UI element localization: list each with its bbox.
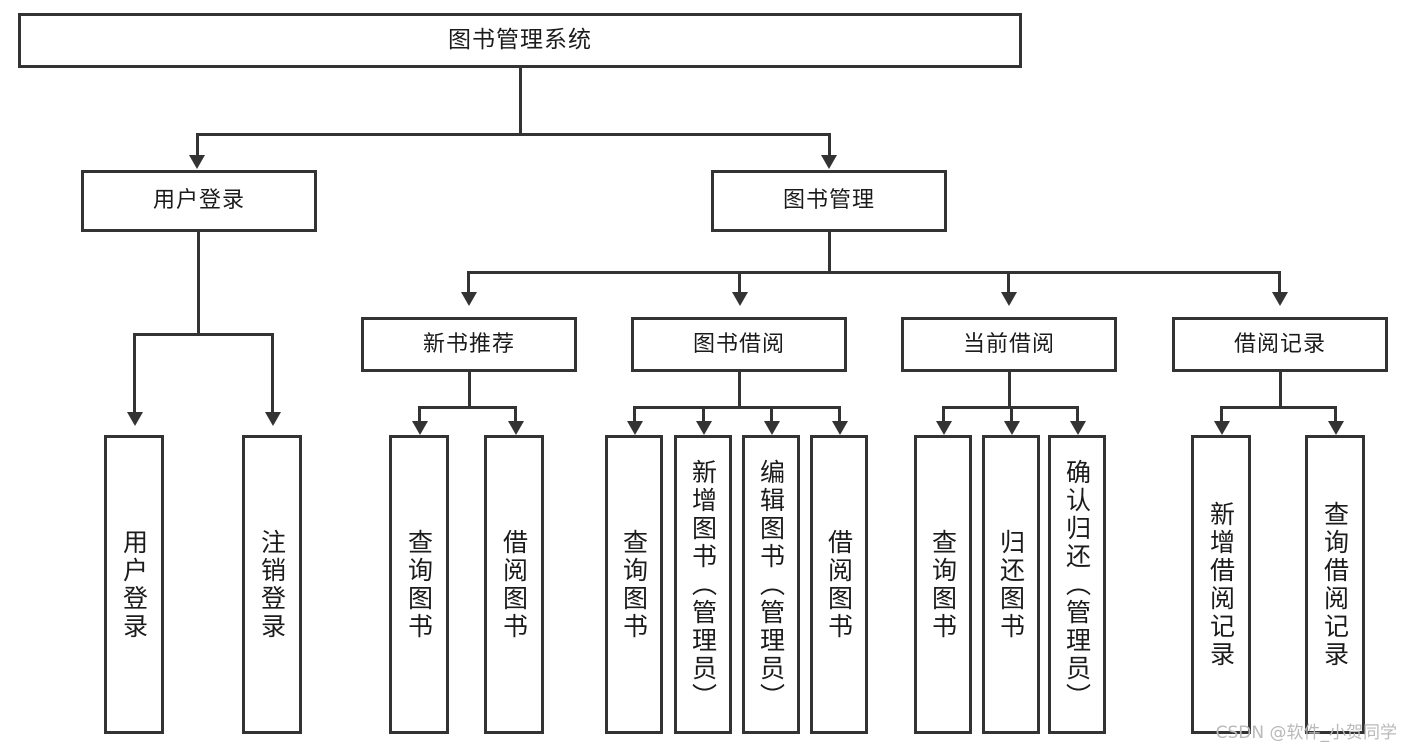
leaf-query-borrow-record[interactable]: 查询借阅记录 (1305, 435, 1365, 734)
node-label: 查询借阅记录 (1320, 500, 1350, 669)
leaf-confirm-return-admin[interactable]: 确认归还（管理员） (1048, 435, 1106, 734)
arrowhead-icon (1070, 421, 1086, 435)
connector-current-borrow-stem (1008, 372, 1011, 407)
arrowhead-icon (821, 155, 837, 169)
node-user-login[interactable]: 用户登录 (81, 170, 317, 232)
leaf-add-borrow-record[interactable]: 新增借阅记录 (1191, 435, 1251, 734)
node-label: 图书管理系统 (448, 27, 592, 54)
node-label: 当前借阅 (962, 331, 1055, 357)
node-label: 编辑图书（管理员） (756, 458, 786, 711)
node-label: 用户登录 (152, 188, 245, 214)
arrowhead-icon (508, 421, 524, 435)
leaf-logout[interactable]: 注销登录 (242, 435, 302, 734)
connector-br-drop-2 (1334, 406, 1337, 423)
node-root-system[interactable]: 图书管理系统 (18, 13, 1022, 68)
connector-br-drop-1 (1220, 406, 1223, 423)
leaf-user-login[interactable]: 用户登录 (104, 435, 164, 734)
arrowhead-icon (764, 421, 780, 435)
connector-user-login-stem (197, 232, 200, 334)
leaf-return-book[interactable]: 归还图书 (982, 435, 1040, 734)
arrowhead-icon (127, 412, 143, 426)
node-label: 新书推荐 (422, 331, 515, 357)
connector-bb-drop-2 (702, 406, 705, 423)
connector-user-login-drop-2 (271, 333, 274, 414)
connector-new-book-stem (468, 372, 471, 407)
connector-root-to-book-manage (828, 133, 831, 158)
arrowhead-icon (832, 421, 848, 435)
connector-bm-drop-4 (1278, 271, 1281, 294)
leaf-borrow-book-newbook[interactable]: 借阅图书 (484, 435, 544, 734)
arrowhead-icon (627, 421, 643, 435)
node-new-book-recommend[interactable]: 新书推荐 (361, 317, 577, 372)
connector-nb-drop-1 (418, 406, 421, 423)
node-label: 图书管理 (782, 188, 875, 214)
connector-user-login-bus (133, 333, 273, 336)
connector-borrow-records-bus (1220, 406, 1337, 409)
node-label: 查询图书 (928, 528, 958, 641)
leaf-borrow-book[interactable]: 借阅图书 (810, 435, 868, 734)
connector-bb-drop-4 (838, 406, 841, 423)
arrowhead-icon (1272, 292, 1288, 306)
node-book-management[interactable]: 图书管理 (711, 170, 947, 232)
connector-cb-drop-3 (1076, 406, 1079, 423)
arrowhead-icon (1001, 292, 1017, 306)
leaf-query-book-current[interactable]: 查询图书 (914, 435, 972, 734)
connector-book-management-stem (828, 232, 831, 272)
connector-nb-drop-2 (514, 406, 517, 423)
node-label: 新增图书（管理员） (688, 458, 718, 711)
connector-root-to-user-login (196, 133, 199, 158)
connector-bb-drop-3 (770, 406, 773, 423)
node-label: 借阅记录 (1233, 331, 1326, 357)
connector-user-login-drop-1 (133, 333, 136, 414)
connector-borrow-records-stem (1279, 372, 1282, 407)
arrowhead-icon (732, 292, 748, 306)
leaf-edit-book-admin[interactable]: 编辑图书（管理员） (742, 435, 800, 734)
arrowhead-icon (1214, 421, 1230, 435)
arrowhead-icon (265, 412, 281, 426)
connector-cb-drop-1 (942, 406, 945, 423)
connector-bb-drop-1 (633, 406, 636, 423)
connector-root-stem (519, 68, 522, 134)
connector-current-borrow-bus (942, 406, 1076, 409)
node-label: 查询图书 (619, 528, 649, 641)
node-label: 用户登录 (119, 528, 149, 641)
node-label: 借阅图书 (824, 528, 854, 641)
node-book-borrow[interactable]: 图书借阅 (631, 317, 847, 372)
connector-bm-drop-3 (1007, 271, 1010, 294)
arrowhead-icon (189, 155, 205, 169)
arrowhead-icon (936, 421, 952, 435)
leaf-add-book-admin[interactable]: 新增图书（管理员） (674, 435, 732, 734)
node-label: 确认归还（管理员） (1062, 458, 1092, 711)
arrowhead-icon (696, 421, 712, 435)
node-label: 借阅图书 (499, 528, 529, 641)
node-label: 查询图书 (404, 528, 434, 641)
connector-bm-drop-2 (738, 271, 741, 294)
connector-book-management-bus (467, 271, 1281, 274)
connector-book-borrow-stem (738, 372, 741, 407)
node-label: 图书借阅 (692, 331, 785, 357)
arrowhead-icon (1328, 421, 1344, 435)
connector-root-bus (196, 133, 831, 136)
node-current-borrow[interactable]: 当前借阅 (901, 317, 1117, 372)
connector-new-book-bus (418, 406, 517, 409)
connector-cb-drop-2 (1010, 406, 1013, 423)
leaf-query-book-borrow[interactable]: 查询图书 (605, 435, 663, 734)
arrowhead-icon (412, 421, 428, 435)
connector-book-borrow-bus (633, 406, 841, 409)
leaf-query-book-newbook[interactable]: 查询图书 (389, 435, 449, 734)
node-label: 新增借阅记录 (1206, 500, 1236, 669)
connector-bm-drop-1 (467, 271, 470, 294)
node-label: 归还图书 (996, 528, 1026, 641)
arrowhead-icon (1004, 421, 1020, 435)
node-label: 注销登录 (257, 528, 287, 641)
arrowhead-icon (461, 292, 477, 306)
node-borrow-records[interactable]: 借阅记录 (1172, 317, 1388, 372)
